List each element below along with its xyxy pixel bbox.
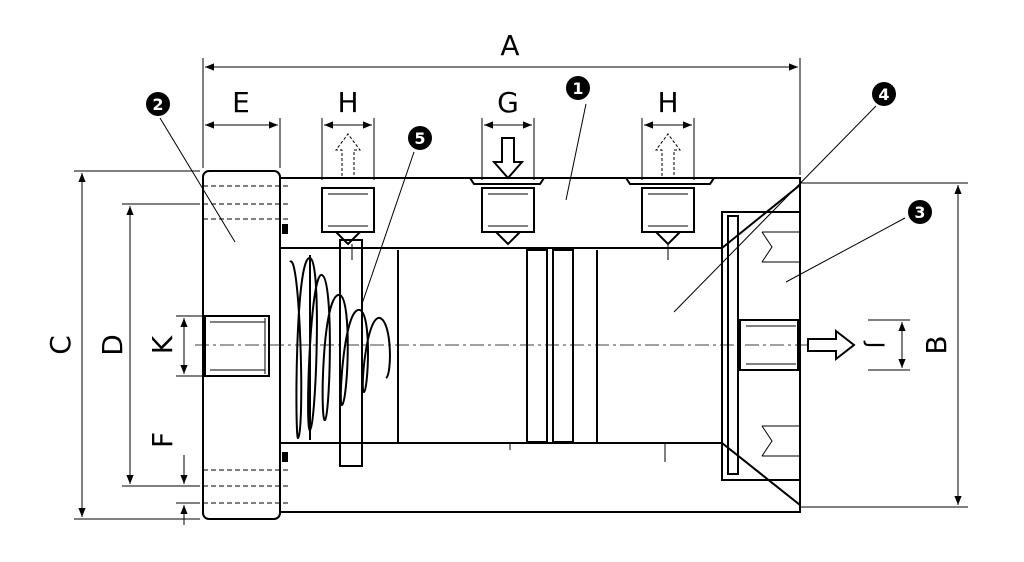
callout-2: 2	[146, 92, 170, 116]
callout-5: 5	[408, 126, 432, 150]
svg-text:2: 2	[152, 95, 163, 114]
cylinder-bore	[282, 248, 722, 443]
flow-arrow-g-icon	[491, 137, 525, 180]
callout-1: 1	[566, 76, 590, 100]
dim-label-c: C	[44, 335, 77, 355]
dimension-lines	[74, 58, 968, 525]
dim-label-k: K	[146, 335, 179, 354]
dim-label-j: J	[862, 340, 887, 349]
flow-arrow-j-icon	[807, 328, 856, 362]
dim-label-h-right: H	[657, 86, 678, 119]
spring	[289, 256, 391, 440]
svg-text:5: 5	[414, 129, 425, 148]
dim-label-e: E	[232, 86, 250, 119]
port-g	[481, 187, 535, 246]
right-end-cap	[721, 211, 801, 481]
dim-label-a: A	[500, 29, 519, 62]
dim-label-h-left: H	[337, 86, 358, 119]
flow-arrow-h-right-icon	[655, 133, 681, 176]
callout-3: 3	[908, 200, 932, 224]
svg-text:4: 4	[878, 85, 889, 104]
callout-leaders	[159, 103, 906, 313]
piston	[309, 239, 666, 467]
port-h-right	[641, 187, 695, 260]
port-h-left	[321, 187, 375, 260]
dim-label-d: D	[96, 334, 129, 356]
dim-label-f: F	[146, 432, 179, 448]
dim-label-b: B	[920, 335, 953, 354]
svg-text:3: 3	[914, 203, 925, 222]
dim-label-g: G	[497, 86, 519, 119]
svg-text:1: 1	[572, 79, 583, 98]
flow-arrow-h-left-icon	[335, 133, 361, 176]
callout-4: 4	[872, 82, 896, 106]
